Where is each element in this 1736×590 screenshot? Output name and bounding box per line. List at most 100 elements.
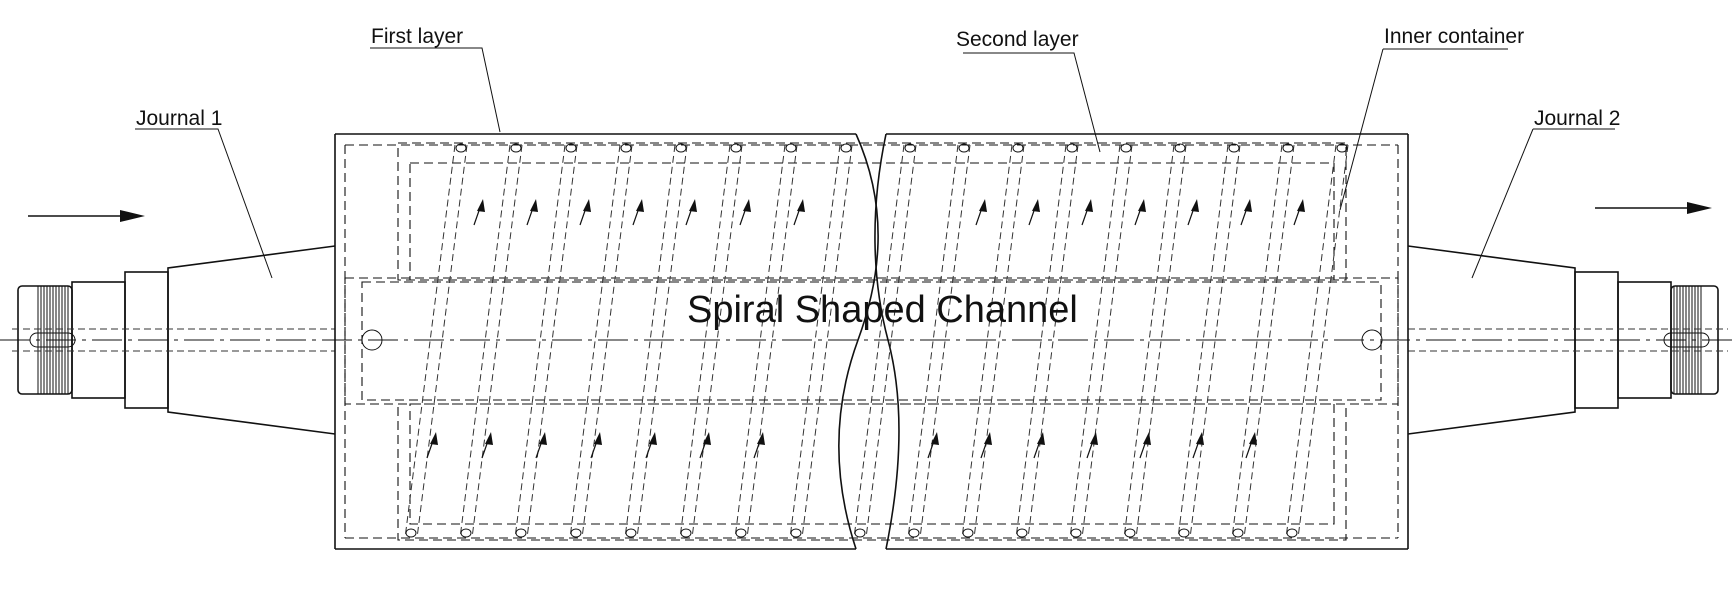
spiral-end (1174, 143, 1186, 153)
spiral-end (1016, 528, 1028, 538)
flow-direction-arrow-icon (979, 199, 987, 212)
flow-direction-arrow-icon (984, 432, 992, 445)
spiral-end (675, 143, 687, 153)
spiral-line (1135, 144, 1187, 539)
flow-direction-arrow-icon (583, 199, 591, 212)
spiral-end (1070, 528, 1082, 538)
spiral-end (1066, 143, 1078, 153)
spiral-line (581, 144, 633, 539)
spiral-channel-label: Spiral Shaped Channel (687, 289, 1078, 331)
spiral-end (625, 528, 637, 538)
flow-direction-arrow-icon (1244, 199, 1252, 212)
spiral-end (1120, 143, 1132, 153)
spiral-end (1336, 143, 1348, 153)
leader-lines (135, 47, 1615, 279)
spiral-end (908, 528, 920, 538)
spiral-end (790, 528, 802, 538)
hidden-outlines (344, 142, 1399, 541)
spiral-line (1015, 144, 1067, 539)
flow-direction-arrow-icon (1090, 432, 1098, 445)
spiral-end (510, 143, 522, 153)
spiral-end (680, 528, 692, 538)
spiral-line (624, 144, 676, 539)
spiral-end (904, 143, 916, 153)
right-thread (1670, 286, 1702, 394)
spiral-line (1189, 144, 1241, 539)
left-thread (37, 286, 69, 394)
spiral-line (416, 144, 468, 539)
spiral-end (735, 528, 747, 538)
flow-direction-arrow-icon (743, 199, 751, 212)
spiral-end (1228, 143, 1240, 153)
spiral-line (919, 144, 971, 539)
inner-container-label: Inner container (1384, 25, 1524, 48)
spiral-line (1297, 144, 1349, 539)
spiral-end (1124, 528, 1136, 538)
journal-2-label: Journal 2 (1534, 107, 1620, 130)
spiral-end (730, 143, 742, 153)
spiral-channel (404, 143, 1349, 539)
spiral-end (854, 528, 866, 538)
spiral-line (865, 144, 917, 539)
spiral-line (1123, 144, 1175, 539)
spiral-end (1012, 143, 1024, 153)
flow-direction-arrow-icon (649, 432, 657, 445)
spiral-line (973, 144, 1025, 539)
flow-direction-arrow-icon (931, 432, 939, 445)
spiral-line (1027, 144, 1079, 539)
right-journal (1407, 245, 1728, 435)
spiral-end (958, 143, 970, 153)
flow-direction-arrow-icon (1249, 432, 1257, 445)
spiral-line (746, 144, 798, 539)
spiral-end (515, 528, 527, 538)
spiral-line (734, 144, 786, 539)
spiral-line (679, 144, 731, 539)
flow-direction-arrow-icon (539, 432, 547, 445)
spiral-line (471, 144, 523, 539)
spiral-line (1285, 144, 1337, 539)
spiral-line (526, 144, 578, 539)
spiral-end (1286, 528, 1298, 538)
flow-direction-arrow-icon (1138, 199, 1146, 212)
spiral-line (404, 144, 456, 539)
second-layer-label: Second layer (956, 28, 1079, 51)
spiral-end (570, 528, 582, 538)
right-key-slot (1663, 332, 1710, 348)
spiral-line (853, 144, 905, 539)
flow-direction-arrow-icon (1032, 199, 1040, 212)
spiral-line (789, 144, 841, 539)
spiral-line (636, 144, 688, 539)
spiral-line (514, 144, 566, 539)
flow-direction-arrow-icon (594, 432, 602, 445)
spiral-line (691, 144, 743, 539)
right-bore (1361, 329, 1383, 351)
flow-direction-arrow-icon (703, 432, 711, 445)
left-key-slot (29, 332, 76, 348)
flow-direction-arrow-icon (1297, 199, 1305, 212)
spiral-end (1178, 528, 1190, 538)
left-journal (12, 245, 336, 435)
flow-direction-arrow-icon (689, 199, 697, 212)
flow-direction-arrow-icon (1037, 432, 1045, 445)
flow-direction-arrow-icon (1196, 432, 1204, 445)
spiral-end (840, 143, 852, 153)
spiral-end (565, 143, 577, 153)
spiral-line (1243, 144, 1295, 539)
flow-direction-arrow-icon (530, 199, 538, 212)
first-layer-label: First layer (371, 25, 463, 48)
spiral-end (455, 143, 467, 153)
flow-direction-arrow-icon (1191, 199, 1199, 212)
journal-1-label: Journal 1 (136, 107, 222, 130)
flow-direction-arrow-icon (1143, 432, 1151, 445)
flow-direction-arrow-icon (477, 199, 485, 212)
spiral-end (460, 528, 472, 538)
flow-direction-arrow-icon (757, 432, 765, 445)
spiral-line (1081, 144, 1133, 539)
flow-out-arrow-icon (1595, 202, 1712, 214)
flow-direction-arrow-icon (1085, 199, 1093, 212)
spiral-end (1282, 143, 1294, 153)
spiral-line (459, 144, 511, 539)
spiral-line (801, 144, 853, 539)
spiral-end (405, 528, 417, 538)
